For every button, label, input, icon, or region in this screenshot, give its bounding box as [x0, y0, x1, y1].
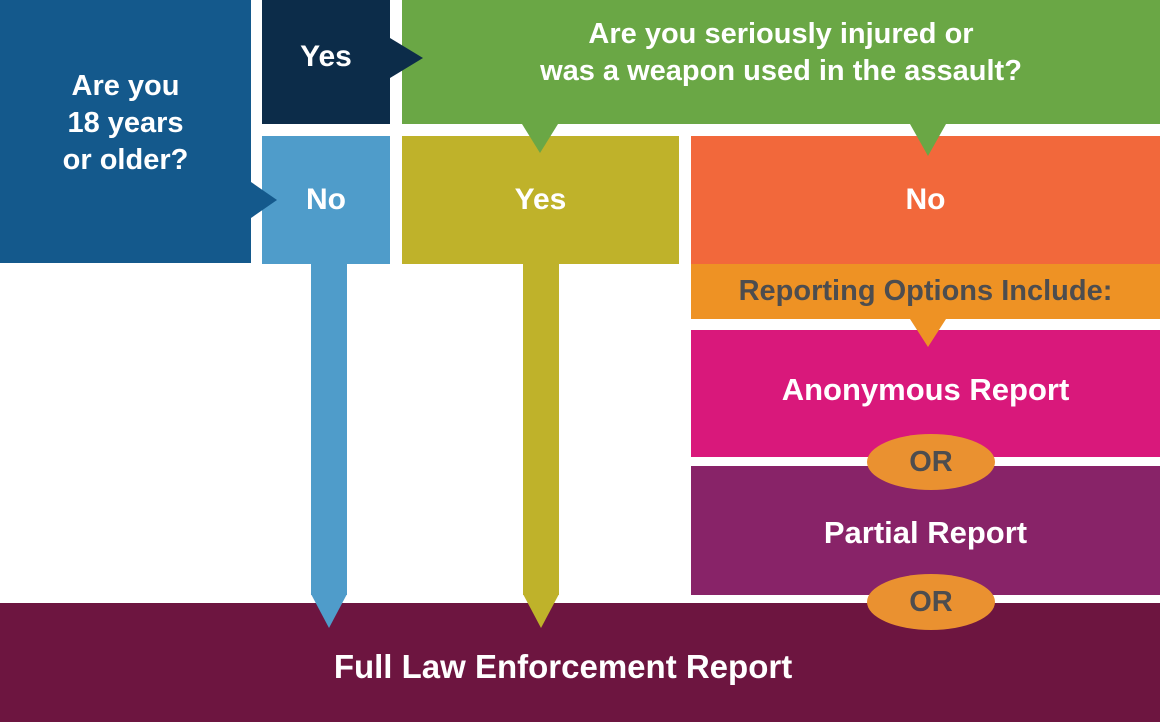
age-question-line2: 18 years	[67, 106, 184, 139]
arrow-right-icon	[251, 182, 277, 218]
anonymous-report-label: Anonymous Report	[781, 372, 1070, 407]
age-question-box: Are you 18 years or older?	[0, 0, 251, 263]
yes-injured-label: Yes	[514, 183, 567, 216]
no-under-18-box: No	[262, 136, 390, 264]
arrow-down-icon	[910, 124, 946, 156]
age-question-line1: Are you	[71, 69, 180, 102]
or-badge: OR	[867, 574, 995, 630]
injury-question-line2: was a weapon used in the assault?	[540, 55, 1022, 87]
partial-report-label: Partial Report	[823, 515, 1028, 550]
or-badge-label: OR	[909, 585, 953, 618]
no-not-injured-box: No	[691, 136, 1160, 264]
yes-over-18-box: Yes	[262, 0, 390, 124]
no-under-18-label: No	[306, 183, 346, 216]
reporting-options-banner: Reporting Options Include:	[691, 264, 1160, 319]
age-question-line3: or older?	[62, 143, 189, 176]
injury-question-box: Are you seriously injured or was a weapo…	[402, 0, 1160, 124]
arrow-down-icon	[522, 124, 558, 153]
full-law-enforcement-report-bar: Full Law Enforcement Report	[0, 603, 1160, 722]
arrow-down-icon	[523, 594, 559, 628]
reporting-options-banner-label: Reporting Options Include:	[738, 275, 1113, 307]
or-badge-label: OR	[909, 445, 953, 478]
yes-injured-box: Yes	[402, 136, 679, 264]
yes-over-18-label: Yes	[300, 40, 352, 73]
or-badge: OR	[867, 434, 995, 490]
injury-question-line1: Are you seriously injured or	[588, 18, 974, 50]
connector-line	[311, 262, 347, 595]
arrow-right-icon	[390, 38, 423, 78]
arrow-down-icon	[910, 319, 946, 347]
arrow-down-icon	[311, 594, 347, 628]
full-law-enforcement-report-label: Full Law Enforcement Report	[333, 648, 793, 685]
connector-line	[523, 262, 559, 595]
no-not-injured-label: No	[905, 183, 946, 216]
